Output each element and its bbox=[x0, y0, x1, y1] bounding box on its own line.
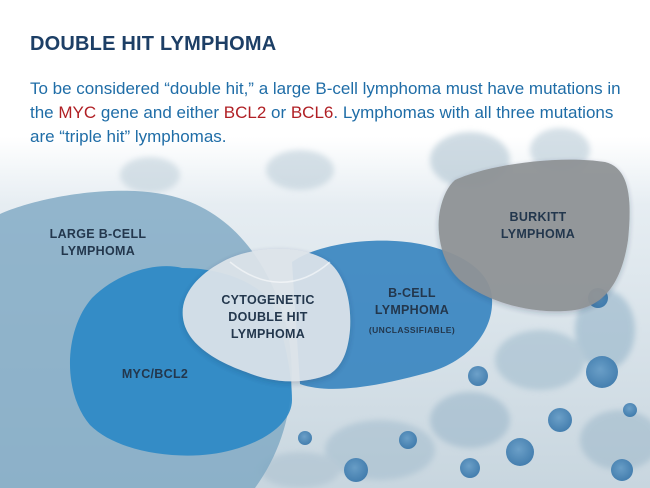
gene-bcl2: BCL2 bbox=[223, 103, 267, 122]
cytogenetic-inner-curve bbox=[229, 261, 331, 283]
myc-bcl2-label: MYC/BCL2 bbox=[121, 367, 189, 381]
unclassifiable-note: (UNCLASSIFIABLE) bbox=[368, 325, 456, 335]
page-title: DOUBLE HIT LYMPHOMA bbox=[30, 33, 277, 55]
cytogenetic-double-hit-shape bbox=[182, 248, 351, 382]
gene-myc: MYC bbox=[58, 103, 97, 122]
gene-bcl6: BCL6 bbox=[290, 103, 334, 122]
intro-text-3: or bbox=[266, 103, 291, 122]
large-bcell-lymphoma-label: LARGE B-CELL LYMPHOMA bbox=[49, 227, 147, 258]
intro-text-2: gene and either bbox=[96, 103, 224, 122]
cytogenetic-double-hit-label: CYTOGENETIC DOUBLE HIT LYMPHOMA bbox=[221, 293, 315, 341]
bcell-lymphoma-label: B-CELL LYMPHOMA (UNCLASSIFIABLE) bbox=[352, 285, 472, 339]
intro-text-1: To be considered “double hit,” a large B… bbox=[30, 79, 621, 122]
burkitt-lymphoma-shape bbox=[438, 159, 630, 312]
burkitt-lymphoma-label: BURKITT LYMPHOMA bbox=[500, 210, 576, 241]
intro-text-4: . Lymphomas with all three mutations are… bbox=[30, 103, 614, 146]
intro-paragraph: To be considered “double hit,” a large B… bbox=[30, 77, 630, 149]
